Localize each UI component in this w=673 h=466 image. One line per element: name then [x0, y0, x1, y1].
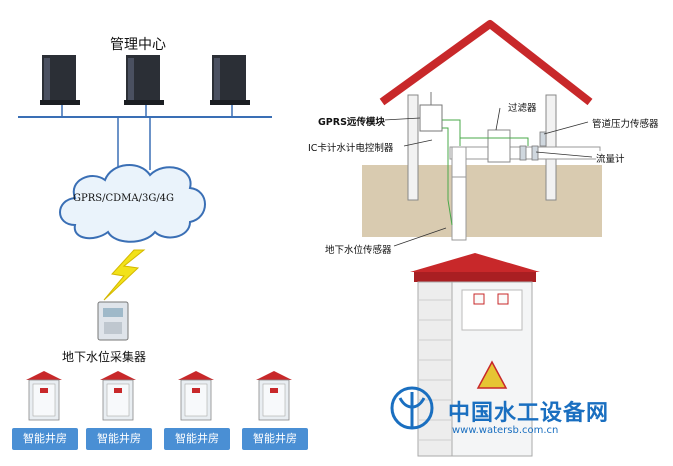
server-icon — [124, 55, 164, 117]
well-house-label: 智能井房 — [86, 428, 152, 450]
callout-filter: 过滤器 — [508, 100, 537, 114]
cloud-icon — [59, 163, 206, 243]
well-house-label: 智能井房 — [12, 428, 78, 450]
collector-label: 地下水位采集器 — [62, 350, 147, 364]
server-icon — [40, 55, 80, 117]
callout-flow-meter: 流量计 — [596, 151, 625, 165]
callout-gprs-module: GPRS远传模块 — [318, 114, 385, 128]
lightning-icon — [103, 249, 146, 301]
callout-ic-controller: IC卡计水计电控制器 — [308, 140, 394, 154]
watermark-logo-icon — [390, 386, 434, 430]
callout-pipe-pressure-sensor: 管道压力传感器 — [592, 116, 659, 130]
watermark-brand: 中国水工设备网 — [448, 401, 610, 426]
watermark-url: www.watersb.com.cn — [452, 425, 559, 436]
well-house-icon — [178, 371, 214, 421]
well-house-label: 智能井房 — [164, 428, 230, 450]
well-house-large-icon — [410, 253, 540, 457]
server-icon — [210, 55, 250, 117]
network-label: GPRS/CDMA/3G/4G — [73, 193, 175, 204]
management-center-title: 管理中心 — [110, 37, 166, 53]
well-house-cross-section — [362, 20, 602, 247]
well-house-icon — [256, 371, 292, 421]
water-level-collector-icon — [97, 301, 129, 341]
warning-sign-icon — [476, 360, 508, 389]
well-house-label: 智能井房 — [242, 428, 308, 450]
well-house-icon — [100, 371, 136, 421]
well-house-icon — [26, 371, 62, 421]
callout-groundwater-sensor: 地下水位传感器 — [325, 242, 392, 256]
